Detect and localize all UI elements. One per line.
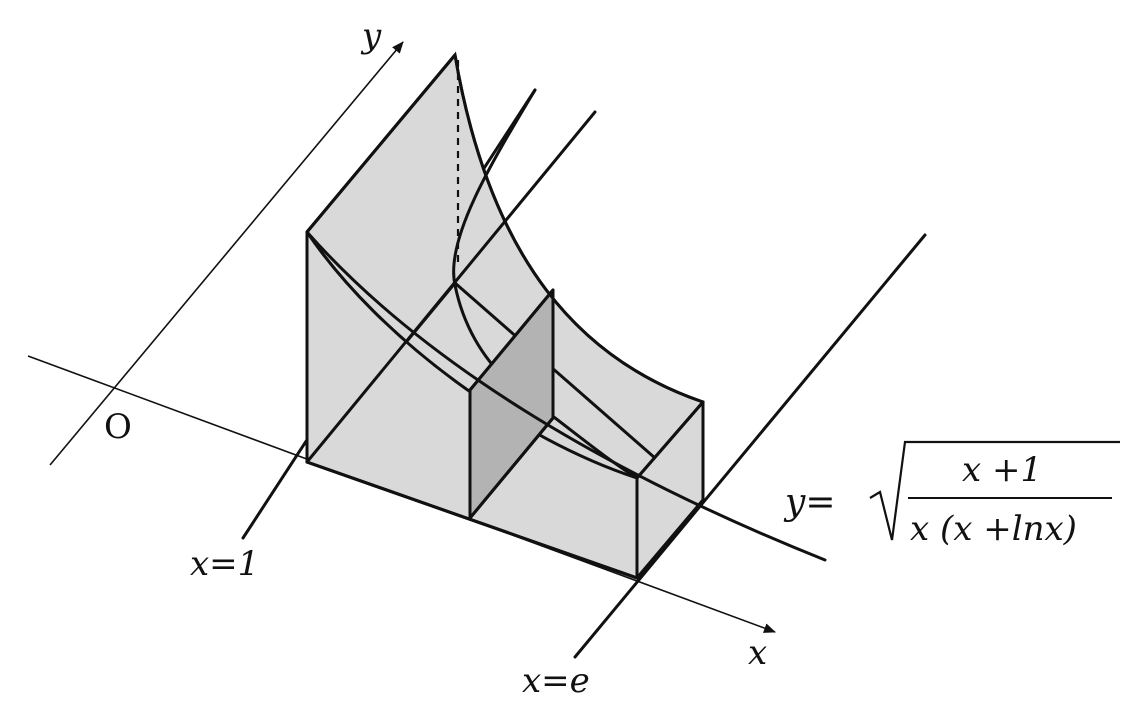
- front-line: [305, 110, 597, 464]
- diagonal-line: [305, 230, 827, 562]
- origin-label: O: [104, 407, 132, 447]
- slice-edge: [468, 288, 555, 392]
- y-axis: [49, 41, 404, 466]
- line-xe-label: x=e: [522, 661, 590, 701]
- y-axis-label: y: [360, 16, 382, 56]
- equation-denominator: x (x +lnx): [910, 509, 1077, 549]
- rail-line: [573, 233, 927, 659]
- back-curve: [452, 88, 639, 480]
- solid-edge: [635, 400, 705, 480]
- radical-sign: [869, 440, 1120, 541]
- equation-numerator: x +1: [962, 450, 1042, 490]
- x-axis-label: x: [748, 633, 767, 673]
- equation-lhs: y=: [783, 482, 836, 523]
- slice-edge: [468, 416, 555, 520]
- function-equation: y= x +1 x (x +lnx): [783, 440, 1120, 549]
- line-x1-label: x=1: [190, 544, 259, 584]
